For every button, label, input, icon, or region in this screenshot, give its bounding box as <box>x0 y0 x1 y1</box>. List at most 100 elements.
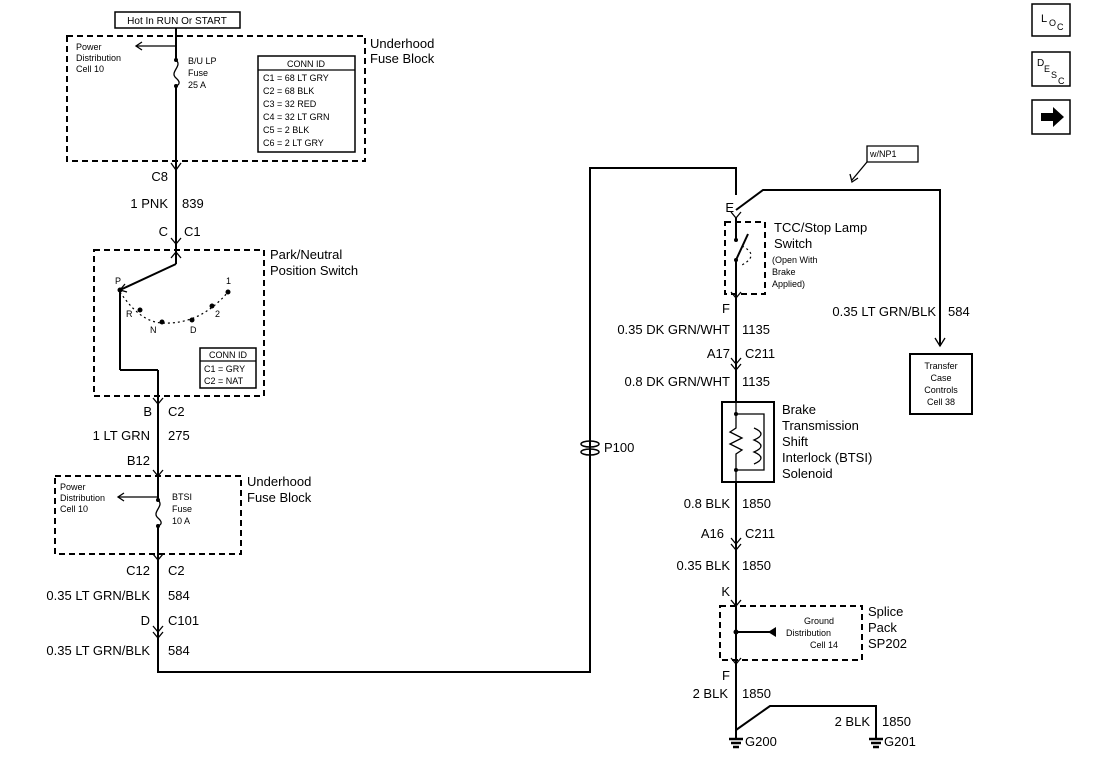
btsi-line4: Interlock (BTSI) <box>782 450 872 465</box>
wire-839-circuit: 839 <box>182 196 204 211</box>
svg-text:O: O <box>1049 18 1056 28</box>
wire-1850-ground-g201 <box>735 705 877 738</box>
underhood-fuse-block-bottom <box>54 475 242 555</box>
tcc-note1: (Open With <box>772 255 818 265</box>
fuse-top-word: Fuse <box>188 68 208 78</box>
svg-text:D: D <box>1037 58 1044 69</box>
wire-584-gauge2: 0.35 LT GRN/BLK <box>46 643 150 658</box>
pos-p: P <box>115 276 121 286</box>
wire-584-circuit1: 584 <box>168 588 190 603</box>
loc-button[interactable]: L O C <box>1031 3 1071 37</box>
svg-text:E: E <box>1044 64 1050 74</box>
conn-c211-bottom-label: C211 <box>745 526 775 541</box>
pn-switch-positions-arc <box>119 291 229 324</box>
desc-button[interactable]: D E S C <box>1031 51 1071 87</box>
underhood-fuse-block-top <box>66 35 366 162</box>
fuse-top-rating: 25 A <box>188 80 206 90</box>
pd-bottom-3: Cell 10 <box>60 504 88 514</box>
fuse-top-name: B/U LP <box>188 56 217 66</box>
conn-id-top-table <box>257 55 356 153</box>
splice-title1: Splice <box>868 604 903 619</box>
conn-a17-label: A17 <box>707 346 730 361</box>
btsi-solenoid-box <box>721 401 775 483</box>
pos-r: R <box>126 309 133 319</box>
pd-top-3: Cell 10 <box>76 64 104 74</box>
transfer-wire-gauge: 0.35 LT GRN/BLK <box>832 304 936 319</box>
fuse-bottom-word: Fuse <box>172 504 192 514</box>
wire-1850-gauge2: 0.35 BLK <box>677 558 731 573</box>
pos-1: 1 <box>226 276 231 286</box>
wnp1-label: w/NP1 <box>869 149 897 159</box>
svg-text:C: C <box>1058 76 1065 86</box>
ground-symbol-g201 <box>869 737 883 749</box>
btsi-resistor-symbol <box>728 414 744 470</box>
ground-wire1-gauge: 2 BLK <box>693 686 729 701</box>
conn-a16-label: A16 <box>701 526 724 541</box>
conn-id-top-title: CONN ID <box>287 59 326 69</box>
pn-switch-blade <box>119 263 177 291</box>
transfer-line2: Case <box>930 373 951 383</box>
pos-2: 2 <box>215 309 220 319</box>
btsi-line5: Solenoid <box>782 466 833 481</box>
ground-symbol-g200 <box>729 737 743 749</box>
transfer-line1: Transfer <box>924 361 957 371</box>
ground-dist-3: Cell 14 <box>810 640 838 650</box>
tcc-title2: Switch <box>774 236 812 251</box>
splice-title2: Pack <box>868 620 897 635</box>
transfer-case-box <box>909 353 973 415</box>
btsi-line2: Transmission <box>782 418 859 433</box>
pd-top-2: Distribution <box>76 53 121 63</box>
btsi-coil-symbol <box>752 427 762 465</box>
conn-c1-label: C1 <box>184 224 201 239</box>
conn-id-top-row: C4 = 32 LT GRN <box>263 112 329 122</box>
g201-label: G201 <box>884 734 916 749</box>
wire-1850-circuit2: 1850 <box>742 558 771 573</box>
btsi-line3: Shift <box>782 434 808 449</box>
conn-id-top-row: C1 = 68 LT GRY <box>263 73 329 83</box>
conn-b12-label: B12 <box>127 453 150 468</box>
wire-1135-circuit2: 1135 <box>742 374 770 389</box>
wire-584-route <box>157 167 737 673</box>
g200-label: G200 <box>745 734 777 749</box>
fuse-block-bottom-title2: Fuse Block <box>247 490 312 505</box>
fuse-block-top-title2: Fuse Block <box>370 51 435 66</box>
wire-584-transfer <box>735 189 941 346</box>
conn-id-top-row: C2 = 68 BLK <box>263 86 314 96</box>
splice-conn-k: K <box>721 584 730 599</box>
conn-c211-top-label: C211 <box>745 346 775 361</box>
conn-id-top-row: C3 = 32 RED <box>263 99 317 109</box>
tcc-switch-blade <box>735 233 749 261</box>
wire-1135-gauge1: 0.35 DK GRN/WHT <box>617 322 730 337</box>
conn-c-label: C <box>159 224 168 239</box>
conn-id-pn-row: C1 = GRY <box>204 364 245 374</box>
conn-id-pn-title: CONN ID <box>209 350 248 360</box>
fuse-bottom-name: BTSI <box>172 492 192 502</box>
tcc-conn-e: E <box>725 200 734 215</box>
fuse-block-top-title1: Underhood <box>370 36 434 51</box>
svg-text:C: C <box>1057 22 1064 32</box>
ground-wire1-circuit: 1850 <box>742 686 771 701</box>
next-arrow-button[interactable] <box>1031 99 1071 135</box>
tcc-note3: Applied) <box>772 279 805 289</box>
hot-label-box <box>114 11 241 29</box>
splice-conn-f: F <box>722 668 730 683</box>
connector-c-symbol <box>170 237 182 246</box>
svg-text:L: L <box>1041 13 1047 25</box>
fuse-top-node-a <box>174 58 178 62</box>
fuse-top-node-b <box>174 84 178 88</box>
wire-275-gauge: 1 LT GRN <box>93 428 150 443</box>
conn-id-top-row: C6 = 2 LT GRY <box>263 138 324 148</box>
pos-d: D <box>190 325 197 335</box>
fuse-bottom-rating: 10 A <box>172 516 190 526</box>
pd-top-1: Power <box>76 42 102 52</box>
conn-d-label: D <box>141 613 150 628</box>
hot-label: Hot In RUN Or START <box>127 16 227 27</box>
park-neutral-switch-box <box>93 249 265 397</box>
wire-1850-circuit1: 1850 <box>742 496 771 511</box>
fuse-block-bottom-title1: Underhood <box>247 474 311 489</box>
splice-pack-sp202 <box>719 605 863 661</box>
wire-839-gauge: 1 PNK <box>130 196 168 211</box>
conn-id-pn-table <box>199 347 257 389</box>
conn-b-label: B <box>143 404 152 419</box>
conn-id-pn-row: C2 = NAT <box>204 376 244 386</box>
